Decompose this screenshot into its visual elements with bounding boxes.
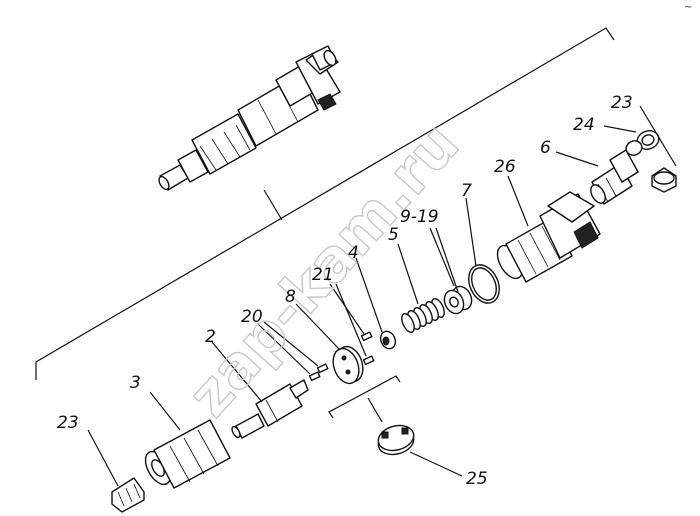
- part-6-union-fitting: [590, 149, 639, 205]
- assembled-injector: [158, 45, 341, 191]
- callout-3: 3: [130, 373, 141, 393]
- callout-2: 2: [205, 327, 216, 347]
- part-23-plug-top: [651, 167, 677, 193]
- part-3-nozzle-nut: [144, 419, 231, 489]
- callout-labels: 23 24 6 26 7 9-19 5 4 21 8 20 2 3 23 25: [57, 93, 633, 489]
- part-20-pins: [308, 363, 329, 382]
- callout-20: 20: [241, 307, 263, 327]
- part-2-needle-valve: [231, 379, 309, 439]
- callout-8: 8: [285, 287, 296, 307]
- leader-lines: [87, 105, 677, 487]
- part-9-19-shims: [443, 285, 473, 315]
- part-23-cap-bottom: [111, 477, 145, 513]
- part-5-spring: [401, 297, 445, 334]
- cap-bracket: [328, 375, 401, 423]
- callout-26: 26: [494, 157, 516, 177]
- part-25-cap: [377, 424, 415, 456]
- callout-23-top: 23: [611, 93, 633, 113]
- callout-5: 5: [388, 225, 399, 245]
- assembly-bracket: [35, 27, 615, 380]
- part-21-pins: [360, 331, 375, 366]
- callout-24: 24: [573, 115, 595, 135]
- callout-4: 4: [348, 243, 359, 263]
- callout-6: 6: [540, 138, 551, 158]
- part-4-spring-seat: [379, 330, 397, 350]
- callout-7: 7: [461, 181, 472, 201]
- callout-23-bottom: 23: [57, 413, 79, 433]
- callout-25: 25: [466, 469, 488, 489]
- callout-9-19: 9-19: [400, 207, 439, 227]
- part-8-spacer: [332, 345, 364, 385]
- callout-21: 21: [312, 265, 334, 285]
- part-26-injector-body: [496, 191, 601, 283]
- corner-mark: ~: [684, 2, 692, 13]
